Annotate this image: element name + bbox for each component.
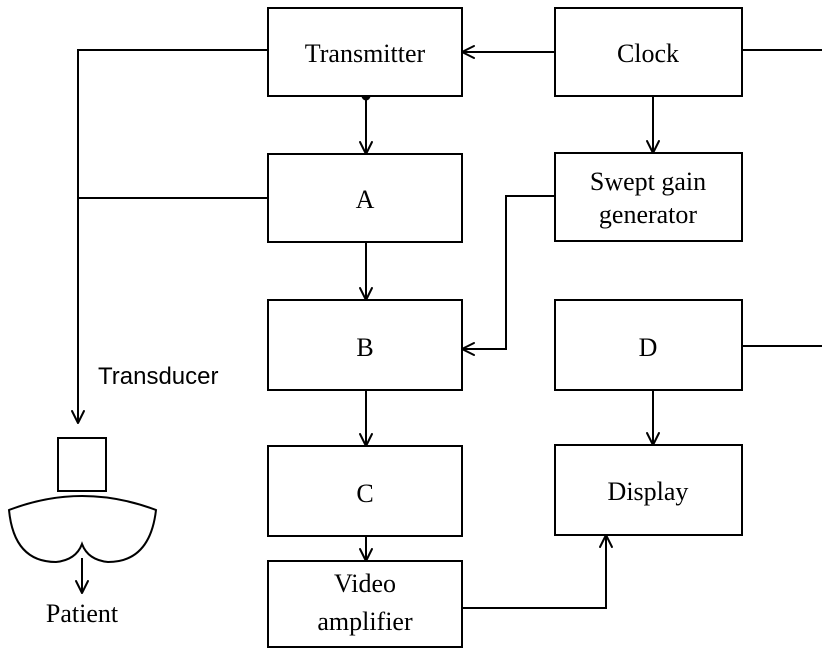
wire-video-amp-to-display — [462, 536, 607, 609]
block-transmitter-label: Transmitter — [305, 39, 426, 68]
block-video-amp-label-line1: Video — [334, 569, 396, 598]
block-a-label: A — [356, 185, 375, 214]
block-clock: Clock — [554, 7, 743, 97]
transducer-label: Transducer — [98, 363, 219, 390]
arrowhead-transducer — [71, 410, 85, 424]
block-transmitter: Transmitter — [267, 7, 463, 97]
block-b: B — [267, 299, 463, 391]
block-swept-gain-label-line2: generator — [599, 200, 698, 229]
block-video-amp-label-line2: amplifier — [317, 607, 413, 636]
wire-transmitter-to-transducer — [77, 49, 268, 422]
patient-label: Patient — [46, 599, 119, 628]
block-video-amplifier: Video amplifier — [267, 560, 463, 648]
block-swept-gain-label-line1: Swept gain — [590, 167, 706, 196]
block-b-label: B — [356, 333, 373, 362]
wire-swept-gain-to-b — [463, 195, 555, 350]
block-d-label: D — [639, 333, 658, 362]
block-display: Display — [554, 444, 743, 536]
transducer-probe-icon — [7, 437, 158, 564]
block-c-label: C — [356, 479, 373, 508]
arrowhead-patient — [75, 580, 89, 594]
block-a: A — [267, 153, 463, 243]
block-d: D — [554, 299, 743, 391]
block-c: C — [267, 445, 463, 537]
block-display-label: Display — [608, 477, 689, 506]
block-swept-gain-generator: Swept gain generator — [554, 152, 743, 242]
block-clock-label: Clock — [617, 39, 679, 68]
